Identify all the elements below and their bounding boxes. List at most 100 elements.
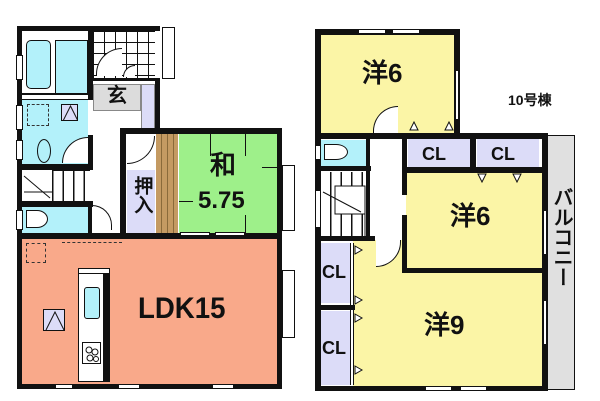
closet-1 <box>408 139 470 167</box>
wall <box>88 135 93 165</box>
wall <box>402 268 545 273</box>
closet-door-strip <box>350 243 354 385</box>
window <box>16 105 23 130</box>
closet-2-label: CL <box>491 144 515 164</box>
tatami-line <box>179 201 193 202</box>
window <box>16 55 23 80</box>
tatami-line <box>245 134 246 156</box>
ldk-label: LDK15 <box>138 292 226 325</box>
western-room-2-label-top: 洋6 <box>450 201 491 231</box>
window <box>455 70 459 120</box>
closet-4 <box>321 311 351 385</box>
window <box>282 270 295 338</box>
wall <box>315 166 371 171</box>
sink-icon <box>84 287 100 319</box>
washbasin-icon <box>37 139 51 163</box>
wall <box>402 167 545 173</box>
window <box>315 145 321 160</box>
wall <box>22 93 88 95</box>
ceiling-hatch-icon <box>27 104 49 126</box>
kitchen-backsplash <box>103 270 110 382</box>
closet-1-label: CL <box>422 144 446 164</box>
window <box>55 384 73 389</box>
oshiire-text: 押入 <box>131 176 153 214</box>
wall <box>155 78 160 134</box>
oshiire-closet <box>127 170 155 233</box>
window <box>16 140 23 160</box>
wall <box>315 305 355 310</box>
window <box>215 232 245 236</box>
wall <box>17 201 93 207</box>
entrance-door-swing <box>123 65 135 77</box>
wall <box>120 128 126 238</box>
closet-door-markers <box>354 120 522 375</box>
balcony-label: バルコニー <box>550 187 572 291</box>
window <box>180 232 210 236</box>
closet-2 <box>477 139 539 167</box>
western-room-3-label: 洋9 <box>424 310 465 340</box>
balcony-text: バルコニー <box>550 187 572 287</box>
wall <box>17 164 93 170</box>
closet-3 <box>321 243 351 303</box>
wall <box>366 138 370 238</box>
window <box>425 386 452 391</box>
tatami-line <box>262 167 277 168</box>
dashed-line <box>62 242 122 243</box>
stairs-arrow-icon <box>322 185 366 238</box>
toilet-icon <box>324 144 348 160</box>
floor-2-plan: 洋6 10号棟 CL CL 洋6 洋6 洋9 CL CL バルコニー <box>300 0 600 401</box>
wall <box>88 26 93 100</box>
stairs-arrow-icon <box>23 175 52 199</box>
wall <box>470 137 476 171</box>
window <box>392 29 420 34</box>
door-swing <box>127 136 155 164</box>
window <box>460 386 487 391</box>
genkan-label: 玄 <box>107 85 127 107</box>
window <box>212 384 234 389</box>
window <box>118 384 140 389</box>
shoe-closet <box>141 84 155 129</box>
western-room-1-label: 洋6 <box>362 58 403 88</box>
washitsu-room <box>179 134 277 234</box>
wall <box>542 133 548 391</box>
washitsu-size: 5.75 <box>198 187 245 214</box>
western-room-2-overlap <box>406 172 543 269</box>
stove-icon <box>82 342 101 364</box>
washing-machine-icon <box>61 104 78 121</box>
wall <box>277 128 282 389</box>
tatami-line <box>245 215 246 234</box>
washitsu-label: 和 <box>210 150 237 180</box>
wall <box>402 135 407 195</box>
entrance-window <box>162 27 175 79</box>
oshiire-label: 押入 <box>128 176 154 221</box>
window <box>358 29 386 34</box>
window <box>543 300 547 345</box>
balcony <box>547 135 575 390</box>
wall <box>93 78 160 81</box>
toilet-icon <box>26 210 48 228</box>
refrigerator-icon <box>43 309 65 331</box>
wall <box>17 233 282 239</box>
wall <box>120 128 282 134</box>
wall <box>17 26 22 389</box>
building-label: 10号棟 <box>508 92 552 108</box>
wood-floor-strip <box>156 134 178 234</box>
floor-1-plan: LDK15 和 5.75 押入 玄 <box>16 26 295 389</box>
closet-3-label: CL <box>322 262 346 282</box>
window <box>16 210 23 230</box>
hallway-2 <box>371 138 403 238</box>
closet-4-label: CL <box>322 338 346 358</box>
wall <box>315 236 375 241</box>
wall <box>315 29 460 35</box>
ceiling-hatch-icon <box>26 243 46 263</box>
tatami-line <box>210 134 211 156</box>
window <box>543 210 547 255</box>
wall <box>315 133 547 139</box>
window <box>282 165 295 231</box>
genkan <box>93 84 141 111</box>
window <box>315 190 321 228</box>
washroom-strip <box>22 95 88 100</box>
wall <box>88 204 92 238</box>
shower-area <box>55 40 88 94</box>
wall <box>402 215 407 272</box>
